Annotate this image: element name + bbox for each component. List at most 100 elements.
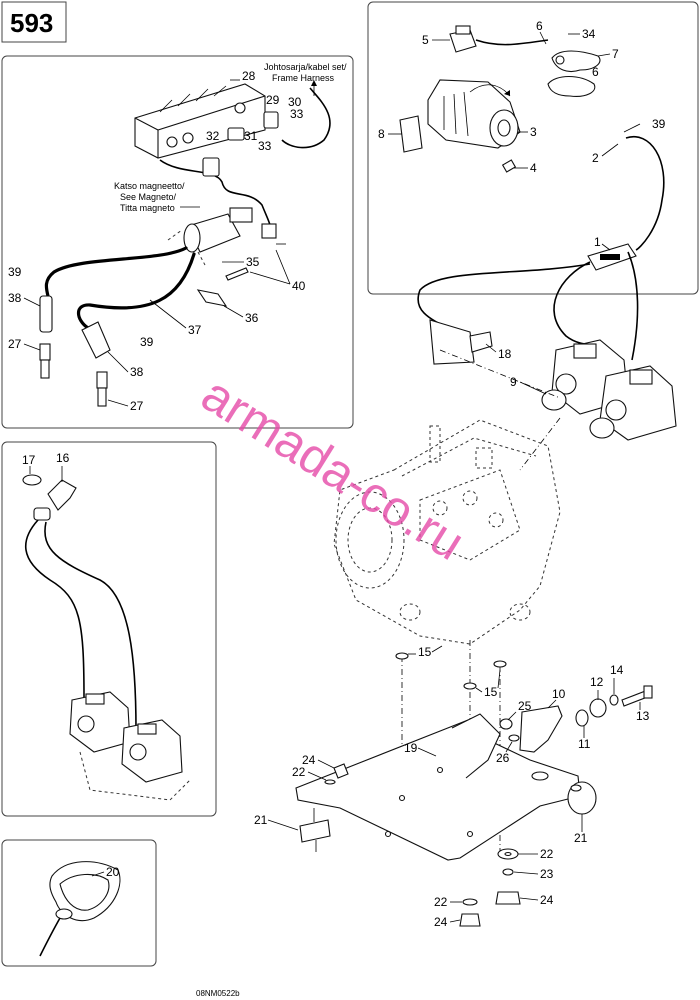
see-magneto-note: Katso magneetto/ (114, 181, 185, 191)
sensor-cable (625, 135, 665, 251)
callout-10: 10 (552, 687, 566, 701)
washer-22-upper (324, 779, 336, 785)
drawing-code: 08NM0522b (196, 989, 240, 998)
bracket-18 (429, 319, 493, 365)
callout-6: 6 (592, 65, 599, 79)
see-magneto-note: Titta magneto (120, 203, 175, 213)
callout-39: 39 (140, 335, 154, 349)
spring-4 (501, 159, 517, 173)
callout-8: 8 (378, 127, 385, 141)
callout-34: 34 (582, 27, 596, 41)
callout-13: 13 (636, 709, 650, 723)
callout-3: 3 (530, 125, 537, 139)
sensor-wire (475, 39, 549, 46)
harness-1 (587, 243, 637, 271)
callout-22: 22 (292, 765, 306, 779)
callout-14: 14 (610, 663, 624, 677)
callout-37: 37 (188, 323, 202, 337)
callout-38: 38 (130, 365, 144, 379)
primer-cable (39, 917, 61, 957)
frame-harness-note: Frame Harness (272, 73, 335, 83)
callout-31: 31 (244, 129, 258, 143)
control-module (134, 83, 266, 159)
callout-33: 33 (258, 139, 272, 153)
ignition-panel (1, 55, 354, 429)
callout-26: 26 (496, 751, 510, 765)
carburetors-main (551, 339, 677, 441)
hv-lead-left (44, 246, 188, 298)
watermark: armada-co.ru (192, 366, 474, 571)
callout-18: 18 (498, 347, 512, 361)
washer-15 (395, 652, 507, 690)
callout-15: 15 (484, 685, 498, 699)
callout-15: 15 (418, 645, 432, 659)
washer-22-lower (497, 848, 519, 860)
callout-7: 7 (612, 47, 619, 61)
engine-support-plate-19 (295, 713, 581, 861)
washer-14 (609, 694, 619, 706)
sensor-cable-right (44, 521, 137, 731)
clamp-9 (541, 389, 615, 439)
nut-25 (499, 718, 513, 730)
callout-9: 9 (510, 375, 517, 389)
spark-plug-right (96, 371, 108, 407)
o-ring-17 (22, 474, 42, 486)
callout-33: 33 (290, 107, 304, 121)
throttle-cable-panel (1, 441, 217, 817)
screw-40 (225, 267, 249, 281)
clip-36 (196, 289, 228, 307)
callout-16: 16 (56, 451, 70, 465)
callout-24: 24 (434, 915, 448, 929)
see-magneto-note: See Magneto/ (120, 192, 177, 202)
carb-cable-rear (627, 251, 639, 361)
callout-21: 21 (574, 831, 588, 845)
callout-24: 24 (302, 753, 316, 767)
callout-38: 38 (8, 291, 22, 305)
callout-27: 27 (130, 399, 144, 413)
grommet-11 (575, 709, 589, 727)
nut-24-upper (333, 763, 349, 779)
rubber-mount-21-left (299, 808, 331, 852)
spacer-23 (502, 868, 514, 876)
lever-6 (547, 75, 596, 97)
washer-26 (508, 734, 520, 742)
callout-25: 25 (518, 699, 532, 713)
primer-handle-20 (49, 861, 121, 922)
callout-20: 20 (106, 865, 120, 879)
callout-1: 1 (594, 235, 601, 249)
callout-39: 39 (652, 117, 666, 131)
magneto-3 (427, 79, 521, 149)
callout-24: 24 (540, 893, 554, 907)
plug-cap-right (81, 321, 111, 359)
callout-21: 21 (254, 813, 268, 827)
sensor-cable-left (25, 519, 85, 699)
rubber-mount-21-right (567, 781, 597, 815)
callout-35: 35 (246, 255, 260, 269)
callout-23: 23 (540, 867, 554, 881)
frame-harness-note: Johtosarja/kabel set/ (264, 62, 347, 72)
engine-block (333, 419, 561, 645)
lever-7 (551, 50, 601, 73)
carburetors-inset (69, 691, 183, 783)
hv-lead-right (76, 252, 196, 330)
callout-29: 29 (266, 93, 280, 107)
bracket-10 (519, 705, 563, 753)
carb-cable-right (553, 261, 609, 353)
callout-19: 19 (404, 741, 418, 755)
throttle-sensor-5 (449, 25, 477, 53)
sensor-16 (33, 479, 77, 521)
carburetor-sensor-panel (367, 1, 699, 295)
callout-27: 27 (8, 337, 22, 351)
callout-32: 32 (206, 129, 220, 143)
callout-12: 12 (590, 675, 604, 689)
page-number-box: 593 (1, 1, 67, 43)
callout-22: 22 (434, 895, 448, 909)
nut-24-bottom (459, 913, 481, 927)
spark-plug-left (39, 343, 51, 379)
pad-8 (399, 115, 423, 153)
plug-cap-left (39, 295, 53, 333)
callout-30: 30 (288, 95, 302, 109)
ignition-coil-35 (183, 207, 277, 253)
callout-5: 5 (422, 33, 429, 47)
